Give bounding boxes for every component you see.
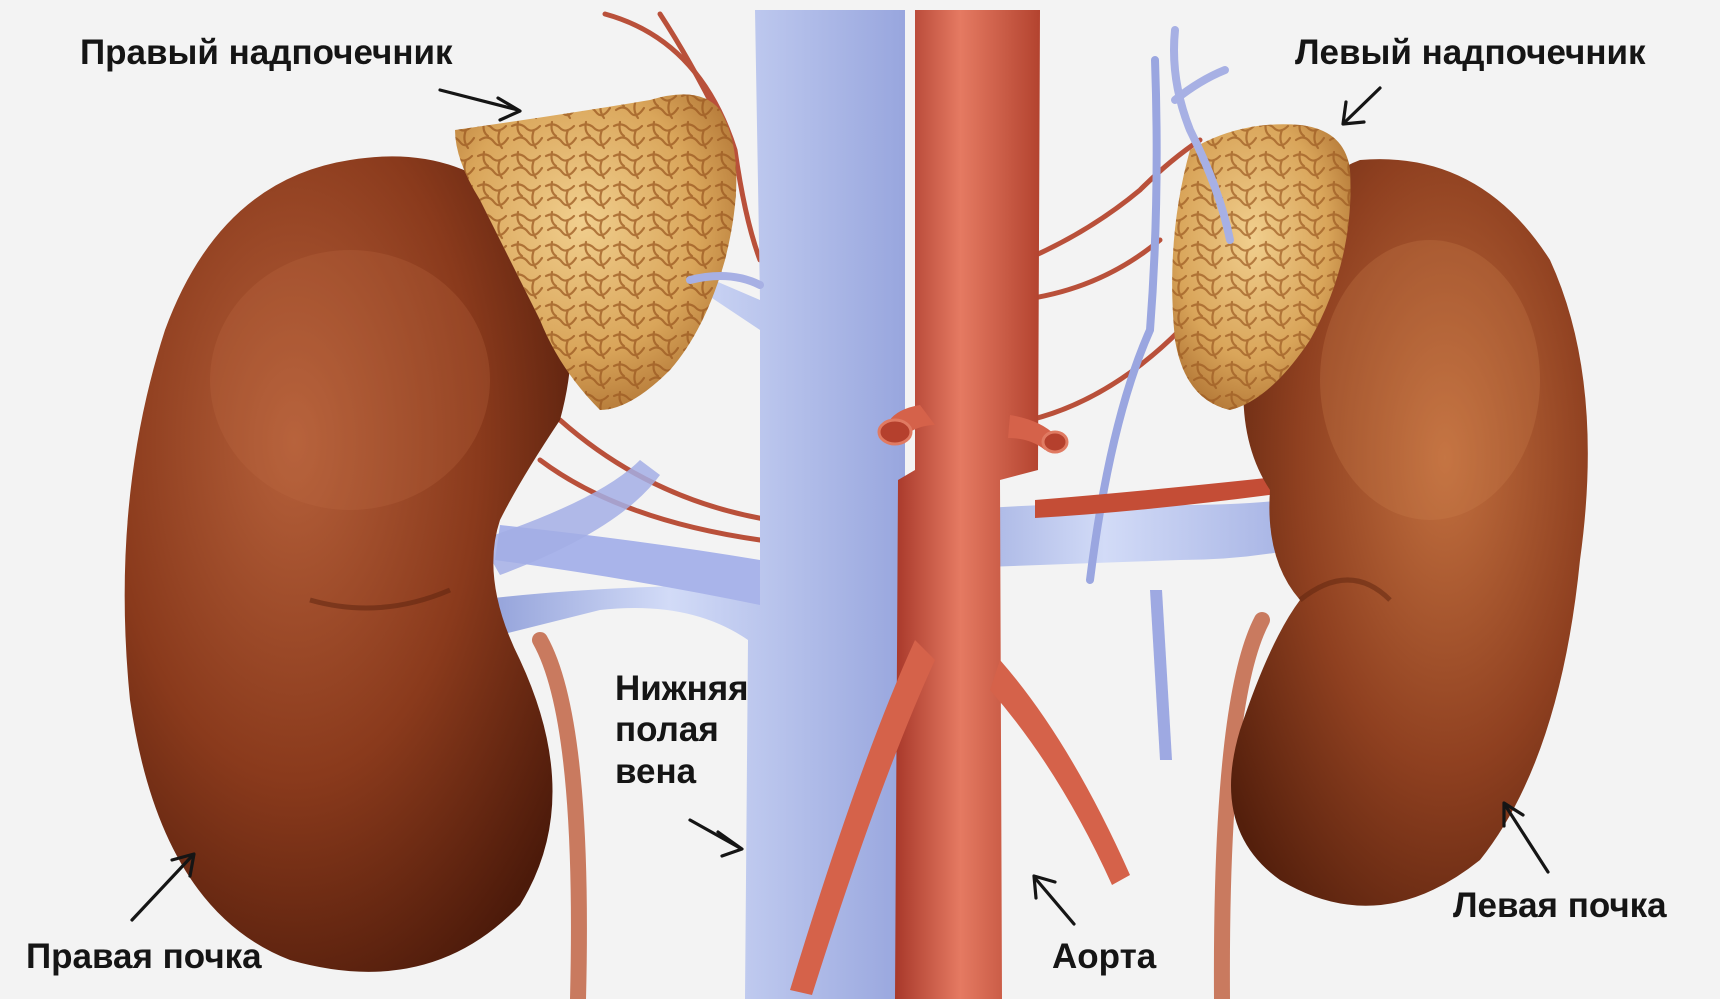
label-right-kidney: Правая почка [26, 936, 262, 977]
label-inferior-vena-cava: Нижняя полая вена [615, 668, 749, 792]
label-left-kidney: Левая почка [1453, 885, 1667, 926]
label-aorta: Аорта [1052, 936, 1156, 977]
label-right-adrenal: Правый надпочечник [80, 32, 453, 73]
label-left-adrenal: Левый надпочечник [1295, 32, 1646, 73]
